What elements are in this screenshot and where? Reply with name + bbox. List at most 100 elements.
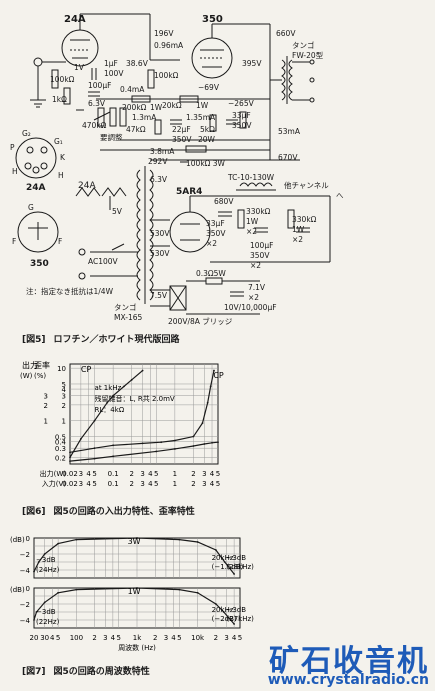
x-tick-label: 5: [238, 634, 242, 642]
x-tick-label: 2: [92, 634, 96, 642]
label-13ma: 1.3mA: [132, 113, 157, 122]
x-tick-label: 5: [56, 634, 60, 642]
series-point-3W: [57, 542, 60, 545]
label-330k-b: 330kΩ: [292, 215, 317, 224]
figure-5-caption: [図5] ロフチン／ホワイト現代版回路: [22, 332, 180, 345]
x-tick-label: 4: [50, 634, 55, 642]
series-point-3W: [37, 561, 40, 563]
y-axis-w-label: (W): [20, 372, 33, 380]
label-x2-b: ×2: [246, 227, 257, 236]
note-freq: at 1kHz: [95, 384, 122, 392]
x-tick-label: 4: [111, 634, 116, 642]
x-tick-label: 3: [224, 634, 228, 642]
watermark-logo: 矿石收音机: [269, 644, 429, 679]
label-53ma: 53mA: [278, 127, 301, 136]
figure-5-number: [図5]: [22, 335, 46, 345]
series-2-point: [155, 450, 158, 453]
pin-h2: H: [58, 171, 64, 180]
x-tick-out-label: 4: [86, 470, 91, 478]
series-0-point: [112, 444, 115, 447]
series-1-point: [130, 378, 133, 381]
x-tick-label: 4: [232, 634, 237, 642]
x-tick-in-label: 1: [173, 480, 177, 488]
label-1w-b: 1W: [196, 101, 209, 110]
top-high-a2: (−1.5dB): [212, 563, 244, 571]
series-point-1W: [75, 588, 78, 591]
label-265v: −265V: [228, 99, 255, 108]
y-tick-label: 0: [26, 535, 30, 543]
y-tick-label: 0.3: [55, 445, 66, 453]
x-tick-in-label: 4: [148, 480, 153, 488]
y-tick-label: 0.5: [55, 434, 66, 442]
x-tick-in-label: 5: [216, 480, 220, 488]
bot-high-a2: (−2dB): [212, 615, 237, 623]
bot-high-a: 20kHz: [212, 606, 234, 614]
series-1-point: [79, 438, 82, 440]
top-high-b2: (28kHz): [227, 563, 255, 571]
label-tc: TC-10-130W: [227, 173, 275, 182]
x-tick-label: 2: [153, 634, 157, 642]
label-200k: 200kΩ: [122, 103, 147, 112]
figure-5-title: ロフチン／ホワイト現代版回路: [53, 335, 180, 345]
label-3w: 3W: [128, 537, 141, 546]
note-noise: 残留雑音：L, R共 2.0mV: [95, 394, 175, 403]
x-tick-label: 20: [30, 634, 39, 642]
x-tick-in-label: 0.1: [108, 480, 119, 488]
label-adjust: 要調整: [100, 132, 123, 142]
label-100k-3w: 100kΩ 3W: [186, 159, 226, 168]
pin-f2: F: [58, 237, 62, 246]
label-24a-pin: 24A: [26, 183, 46, 193]
label-5k: 5kΩ: [200, 125, 215, 134]
y-tick-label: −2: [20, 601, 30, 609]
label-38ma: 3.8mA: [150, 147, 175, 156]
label-330k: 330kΩ: [246, 207, 271, 216]
series-2-point: [112, 455, 115, 458]
cp-left-label: CP: [81, 365, 92, 374]
series-2-point: [217, 441, 219, 444]
series-line-0: [69, 370, 215, 453]
y-tick-label: 2: [62, 402, 66, 410]
x-tick-label: 100: [70, 634, 83, 642]
series-1-point: [123, 385, 125, 388]
x-tick-label: 3: [164, 634, 168, 642]
x-tick-out-label: 0.02: [62, 470, 78, 478]
label-100uf-x2: 100μF: [250, 241, 273, 250]
top-high-a: 20kHz: [212, 554, 234, 562]
y-tick-label: 10: [57, 365, 66, 373]
label-24a-heater: 24A: [78, 181, 96, 191]
label-350v-a: 350V: [172, 135, 192, 144]
figure-6-title: 図5の回路の入出力特性、歪率特性: [53, 507, 195, 517]
y-axis-pct-label: (%): [34, 372, 46, 380]
tube-24a-symbol: [61, 29, 99, 67]
x-tick-out-label: 1: [173, 470, 177, 478]
label-5ar4: 5AR4: [176, 187, 202, 197]
label-04ma: 0.4mA: [120, 85, 145, 94]
label-196v: 196V: [154, 29, 174, 38]
series-2-point: [93, 457, 96, 460]
bot-low-db: −3dB: [36, 608, 56, 616]
label-69v: −69V: [198, 83, 220, 92]
y-tick-label: 4: [62, 386, 67, 394]
y-tick-label: −2: [20, 551, 30, 559]
label-x2-e: ×2: [248, 293, 259, 302]
series-2-point: [192, 445, 195, 447]
pin-k: K: [60, 153, 66, 162]
series-0-point: [160, 441, 163, 444]
label-75v: 7.5V: [150, 291, 168, 300]
series-0-point: [69, 451, 71, 454]
x-tick-in-label: 3: [202, 480, 206, 488]
pin-h: H: [12, 167, 18, 176]
label-350: 350: [202, 14, 223, 25]
x-tick-out-label: 5: [216, 470, 220, 478]
series-line-1: [69, 370, 143, 458]
label-096ma: 0.96mA: [154, 41, 184, 50]
x-tick-label: 1k: [133, 634, 142, 642]
figure-6-caption: [図6]図5の回路の入出力特性、歪率特性: [22, 504, 195, 517]
label-100v: 100V: [104, 69, 124, 78]
x-tick-in-label: 3: [140, 480, 144, 488]
series-point-1W: [35, 611, 38, 613]
y-tick-out-label: 1: [44, 418, 48, 426]
y-unit-label: (dB): [10, 536, 25, 544]
series-point-1W: [33, 619, 35, 621]
y-tick-label: −4: [20, 567, 31, 575]
